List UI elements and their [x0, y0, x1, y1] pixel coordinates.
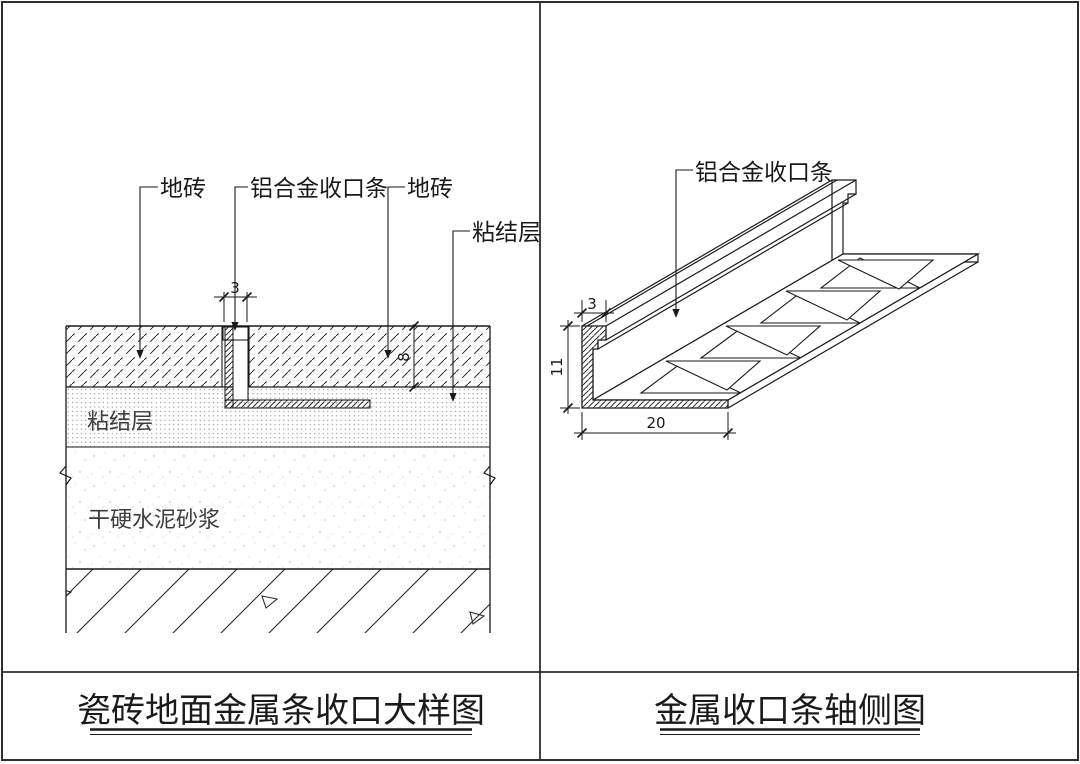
punched-triangles [639, 257, 935, 394]
leader-lines [139, 186, 470, 394]
left-panel-title: 瓷砖地面金属条收口大样图 [77, 692, 485, 730]
label-mortar: 干硬水泥砂浆 [88, 507, 220, 532]
leader-tile-left [139, 186, 158, 351]
trim-far-end-outline [831, 179, 979, 263]
leader-trim [234, 186, 248, 323]
arrow-icon [449, 393, 457, 402]
aggregate-triangle [261, 595, 279, 609]
trim-inner-face [232, 339, 249, 401]
aggregate-triangle [469, 611, 486, 625]
tile-layer-right [249, 326, 490, 387]
arrow-icon [384, 350, 392, 359]
leader-tile-right [387, 186, 405, 351]
titles: 瓷砖地面金属条收口大样图 金属收口条轴侧图 [77, 692, 926, 736]
label-tile-right: 地砖 [407, 176, 453, 201]
break-mark-right [483, 465, 496, 486]
right-axonometric-drawing: 3 11 20 铝合金收口 [548, 160, 981, 440]
aggregate-triangle [66, 590, 73, 597]
arrow-icon [672, 309, 680, 318]
dim-lip-width: 3 [574, 295, 614, 322]
leader-arrows [136, 322, 457, 402]
dim-flange-width-value: 20 [646, 414, 665, 432]
label-bond-inner: 粘结层 [87, 409, 153, 434]
dim-tile-thickness-value: 8 [395, 352, 413, 362]
break-mark-left [59, 465, 72, 486]
dim-height-value: 11 [548, 357, 566, 376]
concrete-hatch [66, 569, 490, 633]
right-panel-title: 金属收口条轴侧图 [654, 692, 926, 730]
trim-web [224, 326, 234, 409]
arrow-icon [231, 322, 239, 331]
dim-lip-width-value: 3 [587, 295, 597, 313]
bonding-layer [66, 387, 490, 447]
label-tile-left: 地砖 [160, 176, 206, 201]
trim-front-section [581, 325, 729, 409]
mortar-layer [66, 447, 490, 569]
arrow-icon [136, 350, 144, 359]
left-detail-drawing: 3 8 地砖 铝合金收口条 地砖 [59, 176, 541, 633]
dim-flange-width: 20 [574, 412, 736, 440]
tile-layer-left [66, 326, 222, 387]
trim-flange [224, 399, 371, 409]
break-marks [59, 465, 496, 486]
dim-tile-thickness: 8 [395, 320, 420, 393]
flange-top-face [590, 253, 981, 401]
label-trim: 铝合金收口条 [250, 176, 388, 201]
layer-boundaries [65, 325, 491, 633]
label-trim-axo: 铝合金收口条 [695, 160, 833, 185]
dim-height: 11 [548, 320, 580, 414]
label-bond-callout: 粘结层 [472, 220, 541, 245]
leader-bond [452, 230, 470, 394]
leader-trim-axo [675, 169, 693, 310]
